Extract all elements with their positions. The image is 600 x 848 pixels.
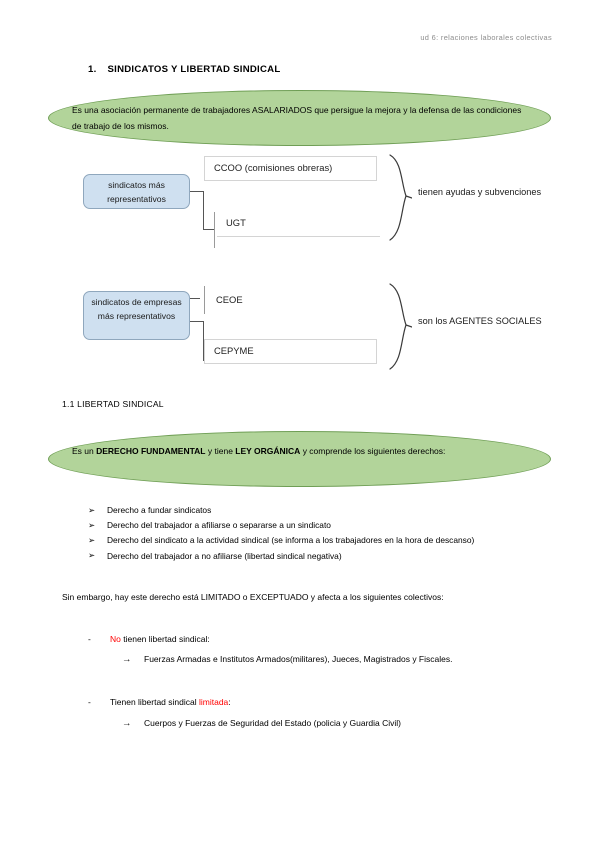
limitations-group-1-detail: → Fuerzas Armadas e Institutos Armados(m… [122,652,544,667]
diagram1-curly-brace-icon [389,154,412,241]
list-item: ➢ Derecho del sindicato a la actividad s… [88,533,528,548]
diagram2-source-label: sindicatos de empresas más representativ… [91,297,182,321]
rights-item-2-text: Derecho del sindicato a la actividad sin… [107,535,475,546]
diagram1-connector-spine [203,191,204,230]
diagram1-leaf-0: CCOO (comisiones obreras) [204,156,377,181]
diagram1-result-label: tienen ayudas y subvenciones [418,187,542,197]
arrow-bullet-icon: ➢ [88,550,96,561]
list-item: ➢ Derecho del trabajador a afiliarse o s… [88,518,528,533]
limitations-group-2-suffix: : [228,697,231,707]
limitations-group-2-detail-text: Cuerpos y Fuerzas de Seguridad del Estad… [144,718,402,728]
rights-item-3-text: Derecho del trabajador a no afiliarse (l… [107,550,342,561]
diagram2-source-box: sindicatos de empresas más representativ… [83,291,190,340]
list-item: ➢ Derecho a fundar sindicatos [88,503,528,518]
limitations-intro: Sin embargo, hay este derecho está LIMIT… [62,592,444,602]
section-title-text: SINDICATOS Y LIBERTAD SINDICAL [107,64,281,75]
limitations-group-1: - No tienen libertad sindical: [88,632,530,647]
callout-definition: Es una asociación permanente de trabajad… [48,90,551,146]
diagram-sindicatos-representativos: sindicatos más representativos CCOO (com… [0,152,600,252]
dash-bullet-icon: - [88,634,91,644]
running-header: ud 6: relaciones laborales colectivas [420,33,552,42]
limitations-group-2-highlight: limitada [198,697,229,707]
callout2-part3: y comprende los siguientes derechos: [300,446,446,456]
callout2-part2: y tiene [205,446,236,456]
diagram2-result-label: son los AGENTES SOCIALES [418,316,542,326]
list-item: ➢ Derecho del trabajador a no afiliarse … [88,549,528,564]
callout2-part1: Es un [72,446,97,456]
arrow-bullet-icon: ➢ [88,534,96,545]
diagram1-leaf-1-tick [214,212,215,248]
dash-bullet-icon: - [88,697,91,707]
callout-definition-text: Es una asociación permanente de trabajad… [72,105,522,131]
diagram2-leaf-1: CEPYME [204,339,377,364]
callout-derecho-fundamental-text: Es un DERECHO FUNDAMENTAL y tiene LEY OR… [72,443,522,459]
diagram1-connector-stem [190,191,204,192]
diagram2-connector-spine [203,321,204,361]
limitations-group-2-detail: → Cuerpos y Fuerzas de Seguridad del Est… [122,716,544,731]
right-arrow-icon: → [122,717,132,729]
right-arrow-icon: → [122,653,132,665]
subsection-title: 1.1 LIBERTAD SINDICAL [62,399,164,409]
diagram1-leaf-1: UGT [217,212,380,237]
rights-item-0-text: Derecho a fundar sindicatos [107,505,212,515]
diagram2-leaf-0-dash [190,298,200,299]
diagram2-connector-stem [190,321,204,322]
limitations-group-2-prefix: Tienen libertad sindical [110,697,199,707]
diagram-sindicatos-empresas: sindicatos de empresas más representativ… [0,281,600,381]
diagram1-source-label: sindicatos más representativos [107,180,166,204]
limitations-group-1-detail-text: Fuerzas Armadas e Institutos Armados(mil… [144,654,453,664]
limitations-group-2: - Tienen libertad sindical limitada: [88,695,530,710]
diagram1-leaf-0-label: CCOO (comisiones obreras) [214,162,333,173]
diagram2-curly-brace-icon [389,283,412,370]
diagram1-connector-branch-lower [203,229,214,230]
page-title: 1. SINDICATOS Y LIBERTAD SINDICAL [88,64,280,75]
section-number: 1. [88,64,97,75]
diagram2-leaf-0-tick [204,286,205,314]
diagram2-leaf-1-label: CEPYME [214,345,254,356]
callout-derecho-fundamental: Es un DERECHO FUNDAMENTAL y tiene LEY OR… [48,431,551,487]
rights-item-1-text: Derecho del trabajador a afiliarse o sep… [107,520,331,531]
callout2-bold1: DERECHO FUNDAMENTAL [96,446,206,456]
diagram2-leaf-0: CEOE [207,289,327,311]
diagram1-source-box: sindicatos más representativos [83,174,190,209]
limitations-group-1-rest: tienen libertad sindical: [120,634,210,644]
diagram2-leaf-0-label: CEOE [216,294,243,305]
diagram1-leaf-1-label: UGT [226,217,246,228]
rights-list: ➢ Derecho a fundar sindicatos ➢ Derecho … [88,503,528,564]
limitations-group-1-highlight: No [110,634,121,644]
callout2-bold2: LEY ORGÁNICA [235,446,301,456]
arrow-bullet-icon: ➢ [88,504,96,515]
arrow-bullet-icon: ➢ [88,519,96,530]
